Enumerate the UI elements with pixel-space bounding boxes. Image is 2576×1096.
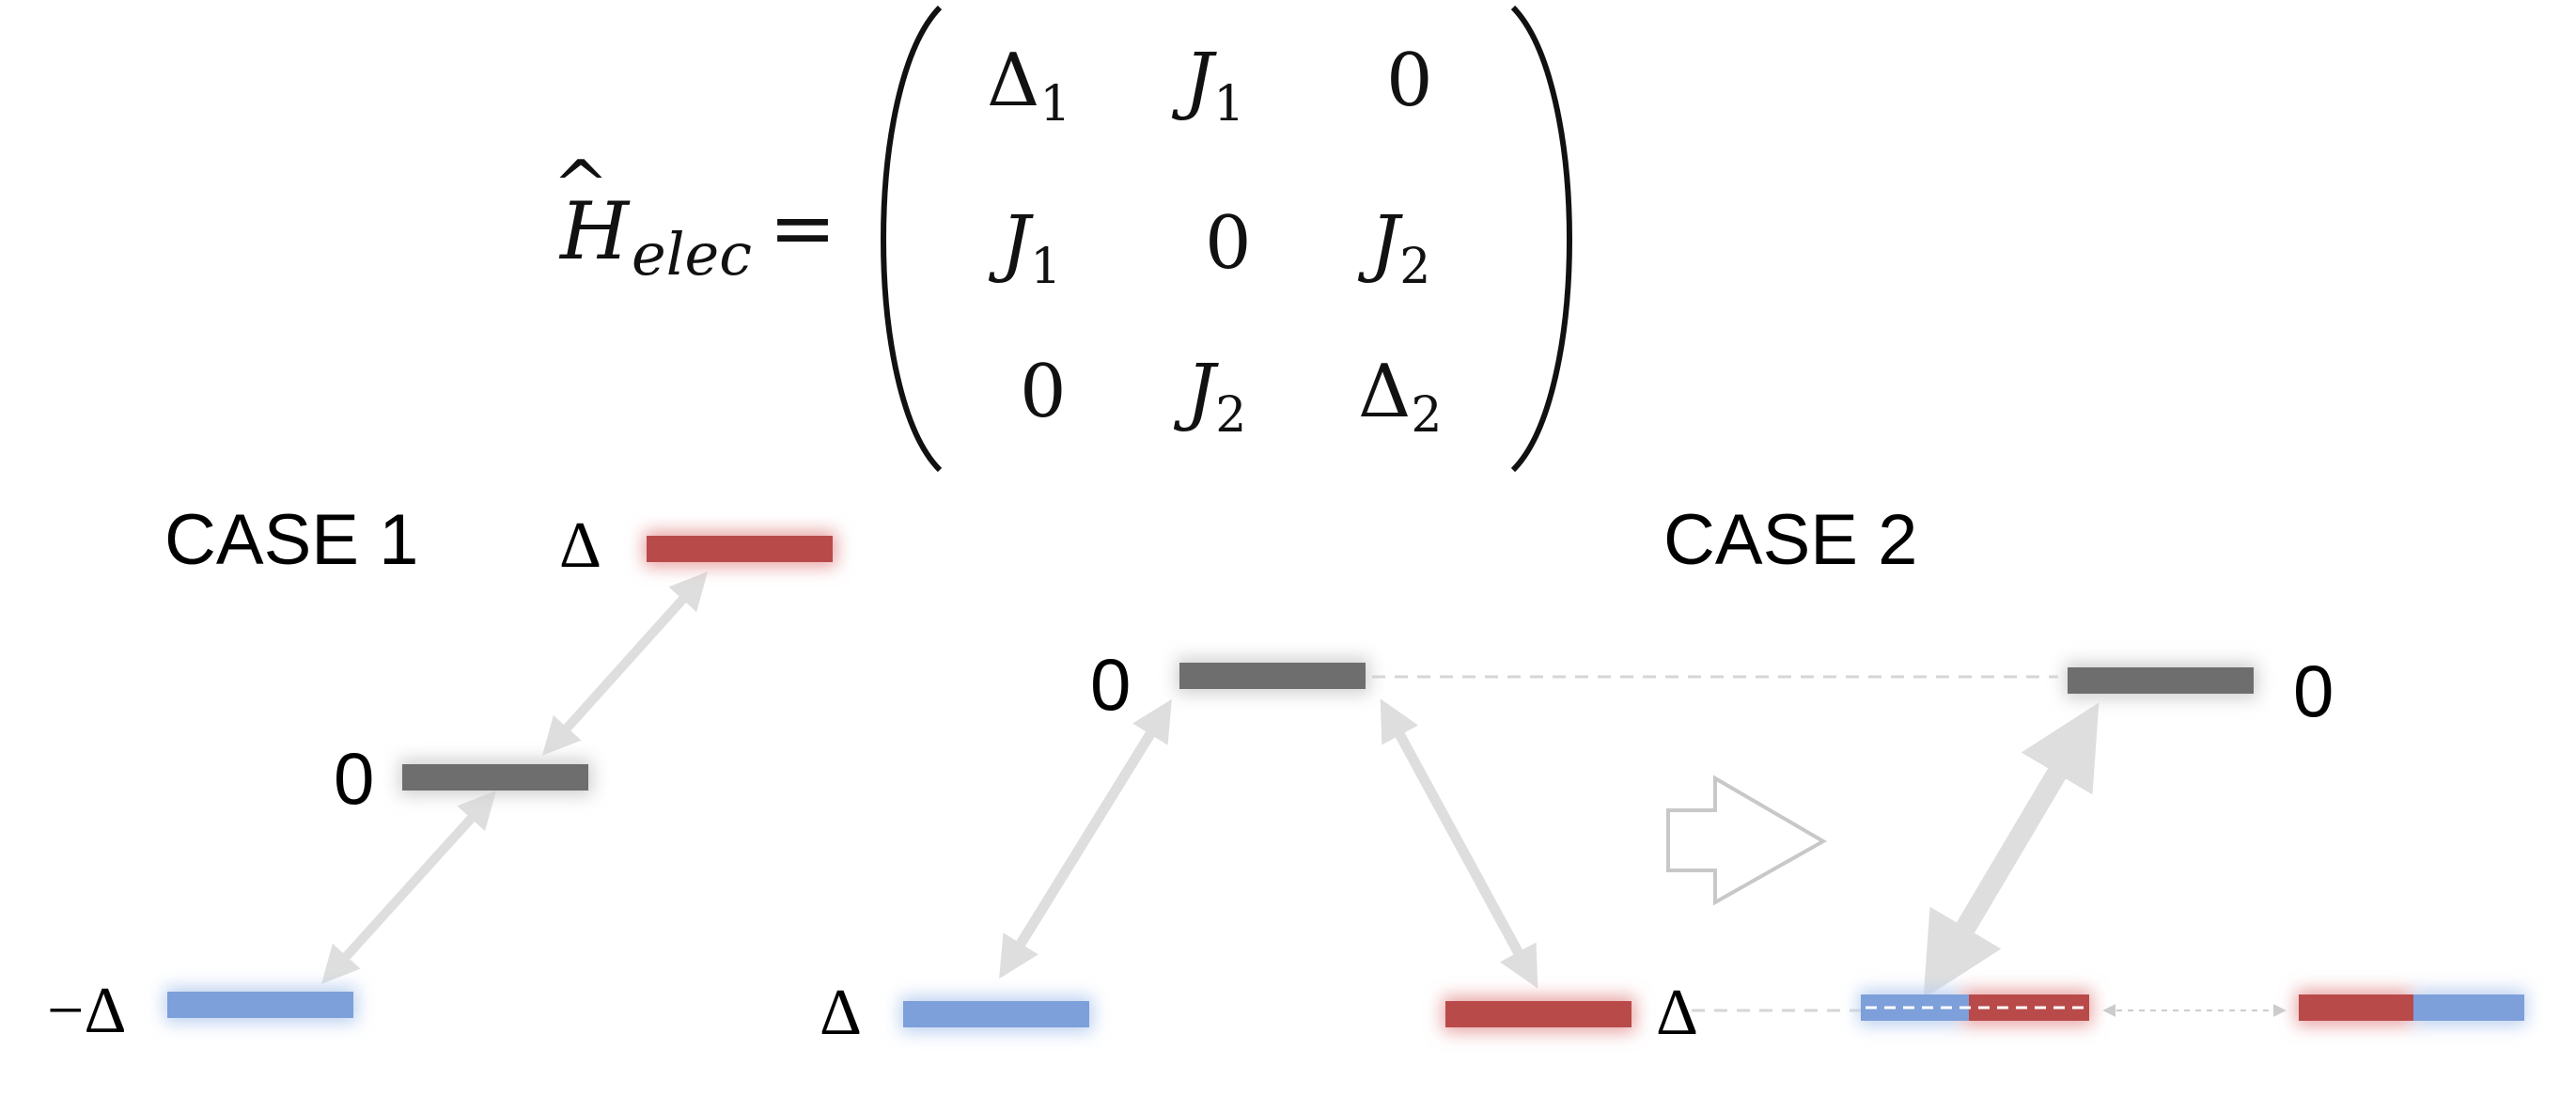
matrix-entry: J2 <box>1173 350 1246 444</box>
matrix-entry: 0 <box>1386 39 1433 123</box>
lhs-hat: ^ <box>553 146 609 225</box>
right-paren <box>1510 5 1572 473</box>
matrix-entry: Δ2 <box>1358 350 1442 444</box>
case2-diagram: CASE 2 0 Δ Δ 0 <box>820 500 2526 1049</box>
energy-level-gray <box>1177 658 1369 694</box>
matrix-row-3: 0 J2 Δ2 <box>1020 350 1442 444</box>
mixed-level-blue-red <box>1859 990 2092 1026</box>
level-label-bottom: −Δ <box>47 975 127 1047</box>
matrix-row-1: Δ1 J1 0 <box>987 39 1433 133</box>
mixed-level-red-blue <box>2296 990 2526 1026</box>
matrix-entry: J1 <box>1171 39 1244 133</box>
level-label-middle: 0 <box>2293 650 2334 732</box>
case1-diagram: CASE 1 Δ 0 −Δ <box>47 500 836 1047</box>
coupling-arrow <box>1923 702 2100 999</box>
hamiltonian-equation: ^ H elec = Δ1 J1 0 J1 0 J2 0 J2 Δ2 <box>553 5 1572 473</box>
lhs-symbol: H <box>558 185 631 277</box>
matrix-entry: J2 <box>1357 201 1430 295</box>
energy-level-gray <box>399 759 592 795</box>
energy-level-blue <box>164 987 357 1023</box>
energy-level-gray <box>2065 663 2257 698</box>
matrix-entry: J1 <box>988 201 1061 295</box>
energy-level-red <box>1443 996 1635 1032</box>
equation-lhs: ^ H elec = <box>553 146 836 289</box>
lhs-subscript: elec <box>632 220 752 289</box>
coupling-arrow <box>320 791 497 984</box>
case2-title: CASE 2 <box>1663 500 1917 580</box>
matrix-entry: Δ1 <box>987 39 1070 133</box>
level-label-bottom-left: Δ <box>820 977 862 1049</box>
level-label-middle: 0 <box>1090 643 1131 726</box>
energy-level-red <box>644 531 836 567</box>
level-label-middle: 0 <box>334 737 374 820</box>
case1-title: CASE 1 <box>164 500 418 580</box>
matrix-entry: 0 <box>1205 201 1252 286</box>
coupling-arrow <box>1380 698 1538 989</box>
left-paren <box>881 5 943 473</box>
right-arrow-outline-icon <box>1666 775 1828 906</box>
level-label-bottom-right: Δ <box>1656 977 1698 1049</box>
level-label-top: Δ <box>559 509 601 582</box>
coupling-arrow <box>999 698 1172 979</box>
coupling-arrow <box>541 571 709 756</box>
matrix-row-2: J1 0 J2 <box>988 201 1430 295</box>
equals-sign: = <box>769 181 836 275</box>
energy-level-blue <box>900 996 1093 1032</box>
matrix-entry: 0 <box>1020 350 1067 434</box>
